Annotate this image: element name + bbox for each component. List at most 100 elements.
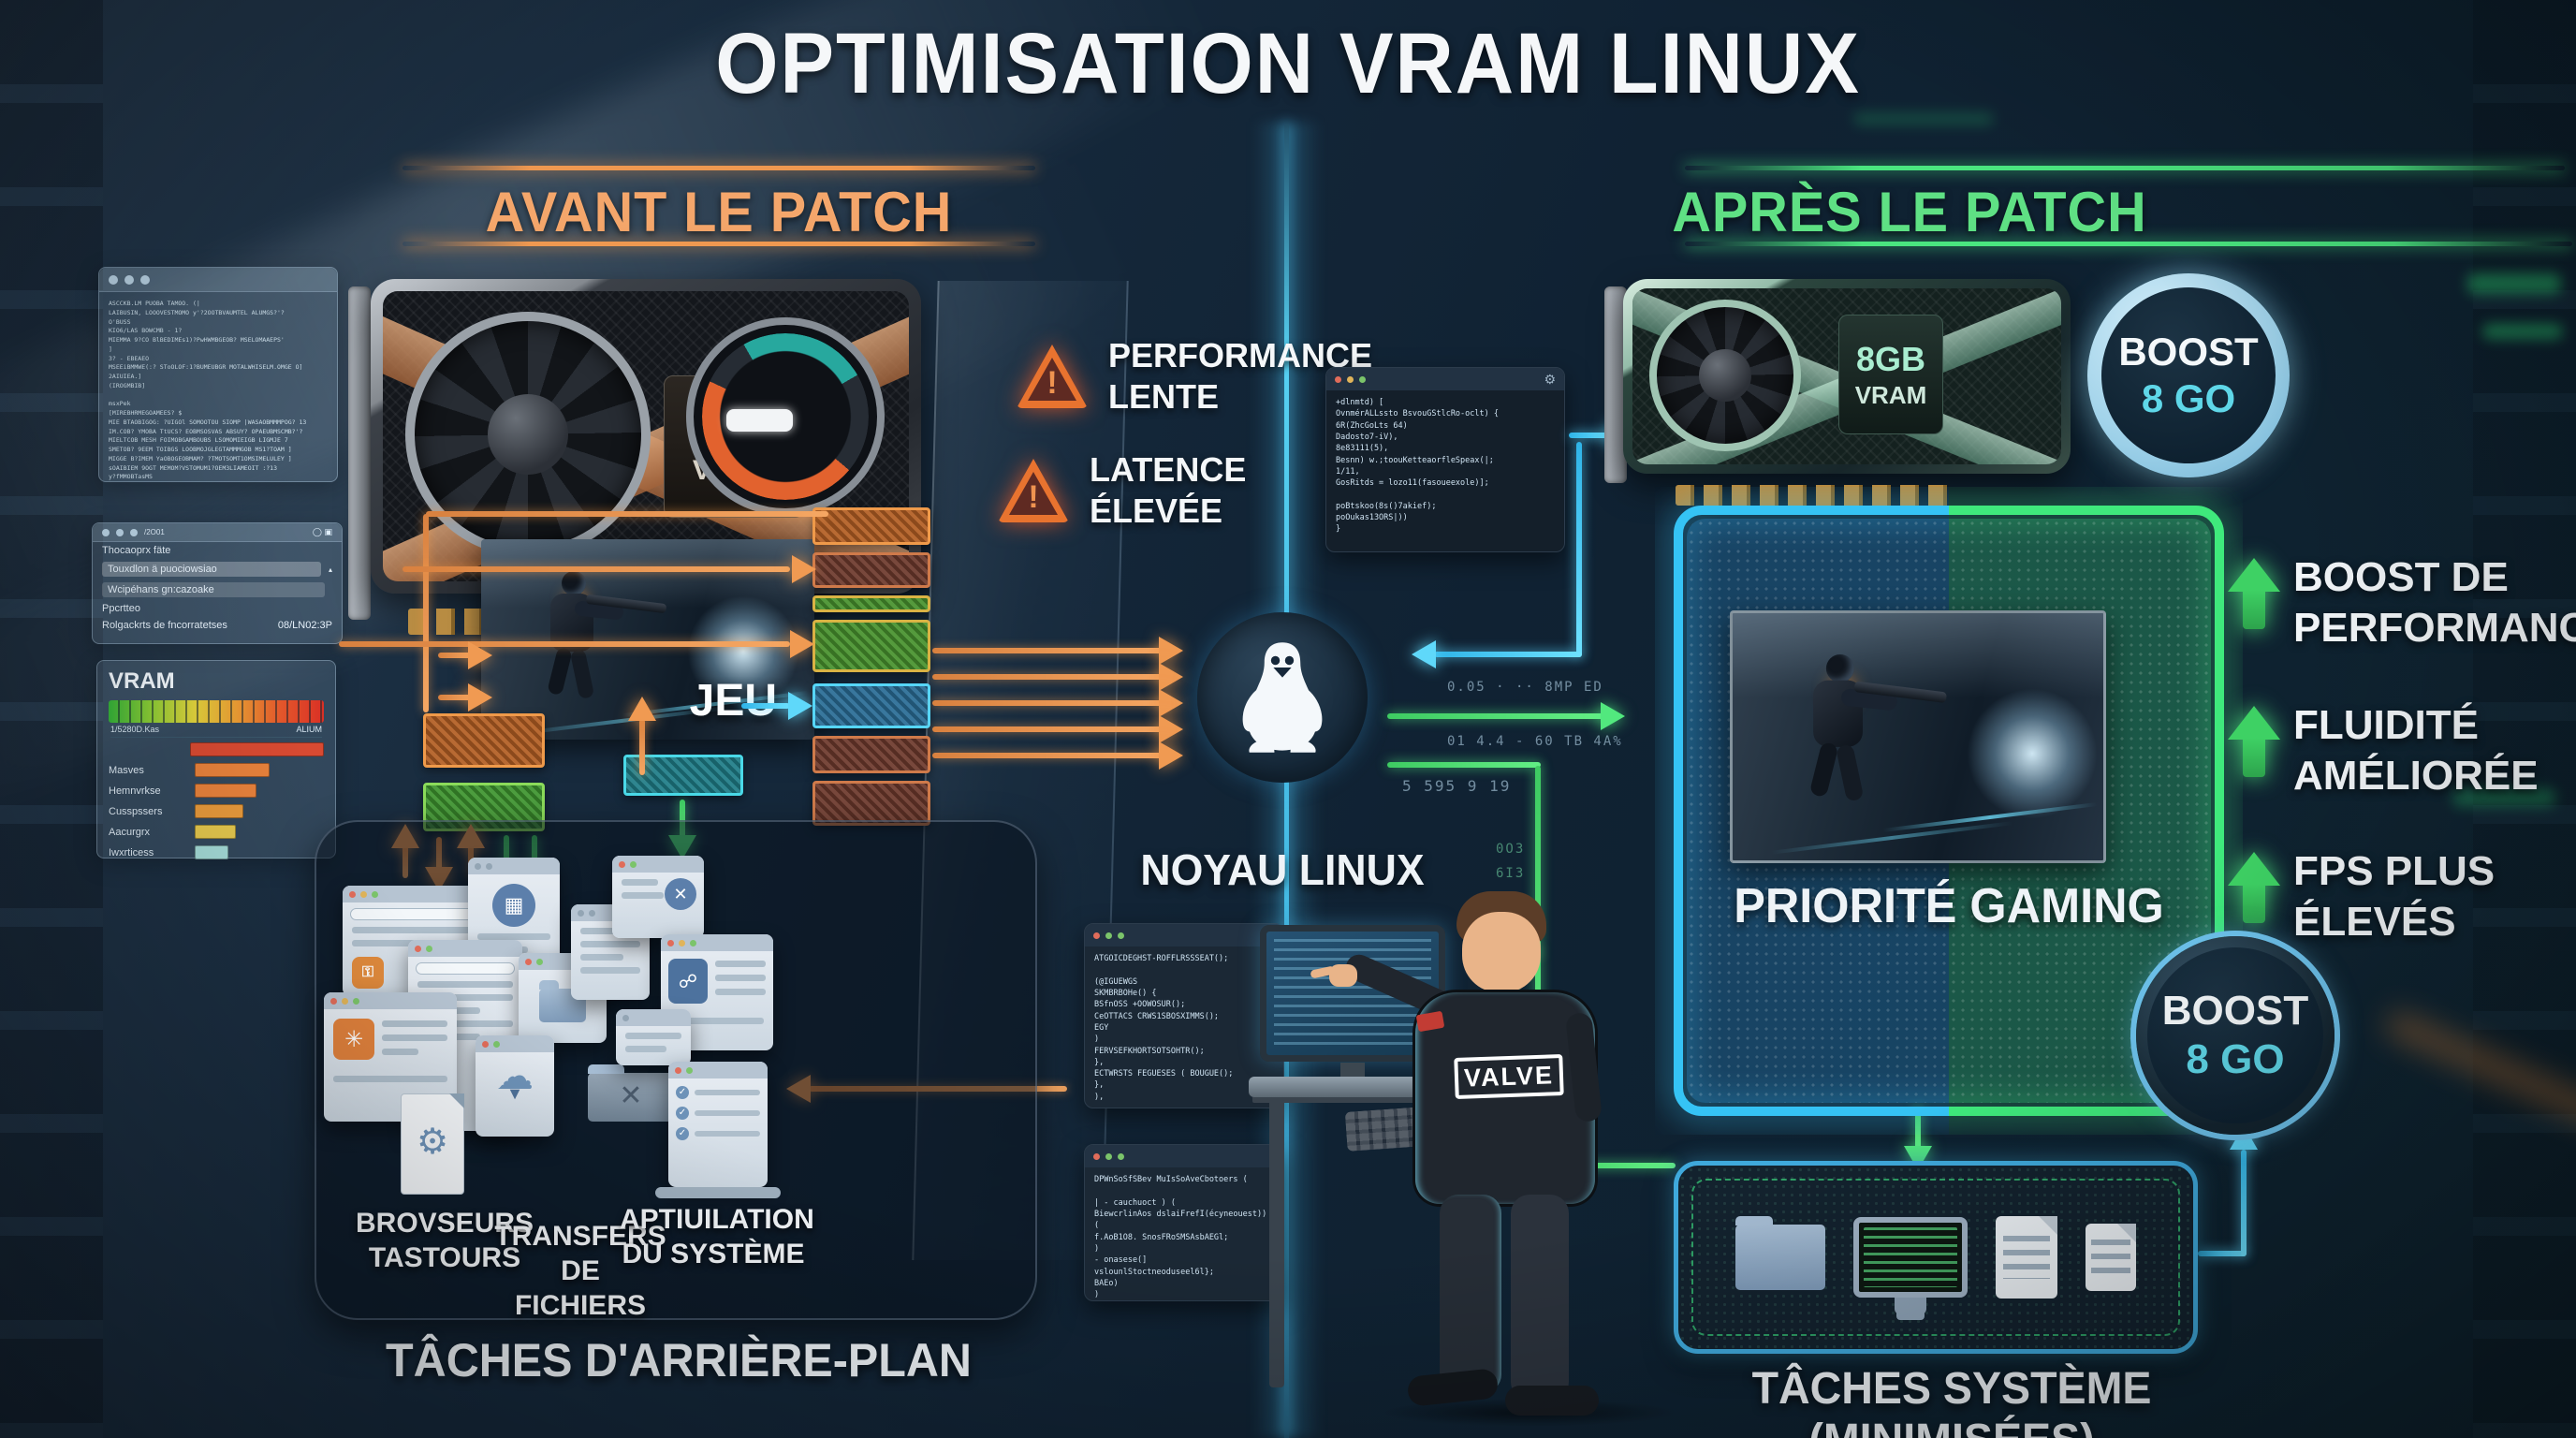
queue-block-green-thin [812,595,930,612]
flow-arrow-icon [1159,715,1183,743]
browsers-label: BROVSEURS TASTOURS [356,1208,534,1273]
checklist-item: ✓ [676,1127,760,1140]
settings-field[interactable]: Touxdlon ä puociowsiao [102,562,321,577]
settings-file: ⚙ [401,1093,464,1195]
flow-line [1434,652,1582,657]
flow-arrow-icon [1412,640,1436,668]
boost-badge-bottom: BOOST 8 GO [2136,936,2334,1135]
flow-line [2198,1251,2247,1256]
developer-leg [1440,1195,1501,1393]
developer-head [1462,912,1541,992]
up-arrow-icon [2228,558,2280,631]
priority-gaming-label: PRIORITÉ GAMING [1734,879,2164,933]
flow-line [932,700,1166,706]
jeu-label: JEU [689,676,777,726]
settings-row: Touxdlon ä puociowsiao▴ [93,559,342,580]
gpu-pcb-connector [1676,485,1956,506]
flow-line [1576,442,1582,657]
flow-arrow-icon [788,692,812,720]
background-rack-right [2473,0,2576,1438]
checklist-window: ✓ ✓ ✓ [668,1062,768,1187]
system-tasks-label: TÂCHES SYSTÈME (MINIMISÉES) [1751,1364,2152,1438]
vram-bar [189,742,324,756]
vram-scale: 1/5280D.Kas ALIUM [110,725,322,738]
gaming-frame-blue [1674,506,1949,1116]
gear-icon[interactable]: ⚙ [1544,371,1556,387]
vram-bar [195,845,228,859]
after-header-line-top [1685,166,2565,170]
vram-bar [195,784,256,798]
ad-tile-icon: ⚿ [352,957,384,989]
window-controls-icon: ◯ ▣ [312,527,332,536]
queue-block-maroon [812,736,930,773]
gear-icon: ⚙ [416,1123,449,1162]
vram-bar [195,825,236,839]
queue-block-maroon [812,781,930,826]
flow-arrow-icon [628,697,656,721]
vram-scale-left: 1/5280D.Kas [110,725,160,734]
vram-bar [195,804,243,818]
memory-block-orange [423,713,545,768]
asterisk-app-icon: ✳ [333,1019,374,1060]
vram-bar-row: Cusspssers [109,802,324,820]
flow-line [2241,1150,2247,1256]
window-dot-icon [124,274,134,285]
warning-latency-label: LATENCE ÉLEVÉE [1090,450,1247,530]
vram-scale-right: ALIUM [296,725,322,734]
telemetry-text: 01 4.4 - 60 TB 4A% [1447,734,1623,749]
flow-line [639,719,645,775]
background-green-light [1853,112,1994,125]
settings-value: 08/LN02:3P [277,620,332,631]
vram-plate-after: 8GB VRAM [1838,315,1943,434]
cloud-download-icon: ☁▼ [496,1056,534,1103]
vram-bar-row: Hemnvrkse [109,782,324,800]
settings-row: Wcipéhans gn:cazoake [93,580,342,600]
settings-field[interactable]: Wcipéhans gn:cazoake [102,582,325,597]
flow-line [1387,762,1541,768]
telemetry-text: 5 595 9 19 [1402,777,1512,795]
flow-line [932,726,1166,732]
kernel-circle [1187,602,1378,793]
checklist-item: ✓ [676,1107,760,1120]
gray-folder-icon: ✕ [588,1064,674,1122]
document-icon [2086,1224,2136,1291]
window-dot-icon [102,528,110,536]
flow-arrow-icon [1159,741,1183,770]
flow-line [932,648,1166,653]
scene-flare [687,595,799,708]
vram-bar-row: Aacurgrx [109,823,324,841]
laptop-base [655,1187,781,1198]
kernel-label: NOYAU LINUX [1140,845,1425,894]
background-green-light [2467,273,2561,294]
window-titlebar [99,268,337,292]
background-rack-left [0,0,103,1438]
queue-block-maroon [812,552,930,588]
monitor-icon [1853,1217,1968,1298]
flow-line [932,674,1166,680]
page-title: OPTIMISATION VRAM LINUX [715,16,1861,111]
code-text: ASCCKB.LM PUOBA TAMOO. (| LAIBUSIN, LOOO… [109,300,307,481]
telemetry-text: 0.05 · ·· 8MP ED [1447,680,1603,695]
developer-torso [1415,992,1595,1204]
gpu-fan-icon [1649,300,1801,451]
gaming-frame-green [1949,506,2224,1116]
vram-usage-panel: VRAM 1/5280D.Kas ALIUM Masves Hemnvrkse … [96,660,336,859]
cloud-transfer-window: ☁▼ [476,1035,554,1137]
vram-size-label: 8GB [1855,339,1926,378]
warning-triangle-icon: ! [998,459,1069,522]
mini-window [616,1009,691,1065]
flow-line [932,753,1166,758]
vram-panel-title: VRAM [109,668,175,694]
gpu-after: 8GB VRAM [1623,279,2071,474]
flow-line [438,653,474,658]
background-tasks-label: TÂCHES D'ARRIÈRE-PLAN [386,1334,972,1387]
badge-ring [2108,294,2269,457]
code-editor-top: ⚙ +dlnmtd) [ OvnmérALLssto BsvouGStlcRo-… [1325,367,1565,552]
flow-arrow-icon [468,683,492,712]
flow-line [680,800,685,839]
valve-logo: VALVE [1454,1053,1564,1100]
background-green-light [2482,324,2563,339]
fan-hub [488,394,568,475]
after-header: APRÈS LE PATCH [1672,181,2147,243]
